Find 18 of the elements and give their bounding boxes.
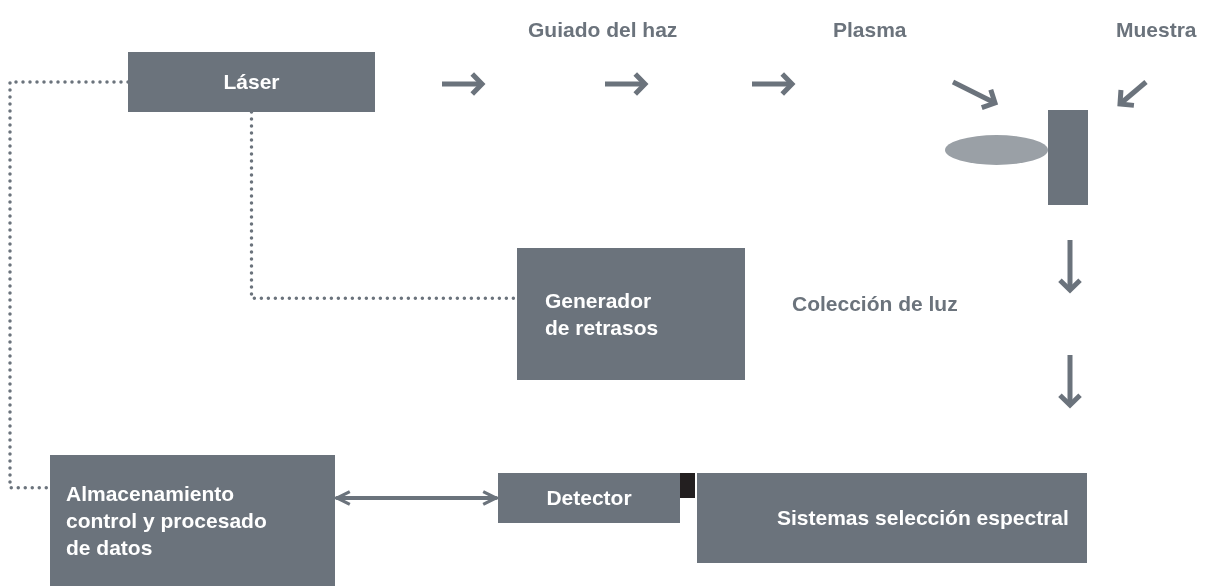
box-label: Generador de retrasos (545, 287, 660, 341)
stage-label: Colección de luz (792, 290, 958, 318)
box-label: Sistemas selección espectral (777, 505, 1069, 532)
stage-label: Plasma (833, 16, 907, 44)
process-box (498, 473, 680, 523)
arrow (335, 490, 498, 506)
process-box (50, 455, 335, 586)
box-label: Almacenamiento control y procesado de datos (66, 480, 268, 562)
process-box (697, 473, 1087, 563)
plasma-ellipse (945, 135, 1048, 165)
dotted-connector (8, 80, 130, 490)
box-label: Detector (546, 485, 632, 512)
process-box (517, 248, 745, 380)
stage-label: Muestra (1116, 16, 1197, 44)
sample-bar (1048, 110, 1088, 205)
stage-label: Guiado del haz (528, 16, 678, 44)
process-box (128, 52, 375, 112)
box-label: Láser (223, 69, 280, 96)
